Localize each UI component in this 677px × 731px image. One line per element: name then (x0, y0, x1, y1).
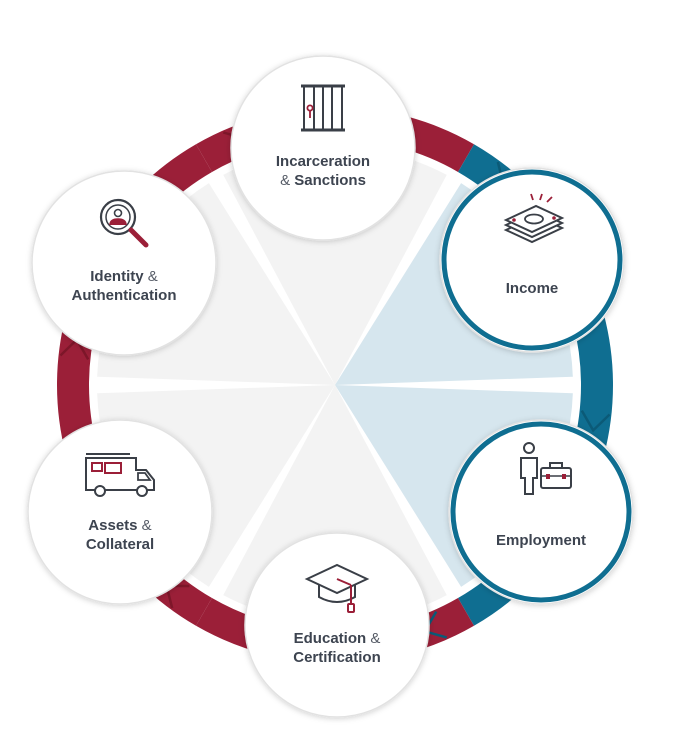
node-label-text: & (366, 630, 380, 647)
node-label-text: & (144, 268, 158, 285)
node-label-text: Sanctions (294, 172, 366, 189)
node-circle (439, 167, 625, 353)
node-circle (31, 170, 217, 356)
node-label-line: & Sanctions (280, 172, 366, 189)
node-education[interactable]: Education & Certification (244, 532, 430, 718)
node-assets[interactable]: Assets & Collateral (27, 419, 213, 605)
node-label-line: Certification (293, 649, 381, 666)
node-label: Assets & Collateral (86, 517, 154, 553)
node-label-text: Authentication (72, 287, 177, 304)
money-stack-icon (503, 193, 565, 244)
node-label-text: Certification (293, 649, 381, 666)
graduation-cap-icon (304, 563, 370, 613)
worker-briefcase-icon (520, 442, 572, 495)
node-label-line: Collateral (86, 536, 154, 553)
node-identity[interactable]: Identity & Authentication (31, 170, 217, 356)
node-label-text: Education (294, 630, 367, 647)
node-circle (230, 55, 416, 241)
node-label-line: Education & (294, 630, 381, 647)
node-income[interactable]: Income (439, 167, 625, 353)
node-label-text: Income (506, 280, 559, 297)
node-label-line: Employment (496, 532, 586, 549)
node-label: Employment (496, 532, 586, 549)
node-circle (244, 532, 430, 718)
node-label: Incarceration & Sanctions (276, 153, 370, 189)
jail-bars-icon (301, 84, 345, 132)
node-label-text: Assets (88, 517, 137, 534)
node-label-text: Employment (496, 532, 586, 549)
rv-vehicle-icon (85, 453, 155, 497)
node-label: Education & Certification (293, 630, 381, 666)
node-label-line: Incarceration (276, 153, 370, 170)
magnifier-person-icon (99, 198, 149, 248)
node-label-text: Identity (90, 268, 144, 285)
node-label-text: & (280, 172, 294, 189)
node-label-line: Income (506, 280, 559, 297)
node-label-line: Identity & (90, 268, 158, 285)
category-nodes: Incarceration & Sanctions Income (27, 55, 634, 718)
node-label-text: Collateral (86, 536, 154, 553)
node-label-text: Incarceration (276, 153, 370, 170)
node-highlight-ring (441, 169, 623, 351)
node-circle (448, 419, 634, 605)
node-label-text: & (138, 517, 152, 534)
node-incarceration[interactable]: Incarceration & Sanctions (230, 55, 416, 241)
node-label: Identity & Authentication (72, 268, 177, 304)
node-employment[interactable]: Employment (448, 419, 634, 605)
node-label-line: Assets & (88, 517, 151, 534)
node-label-line: Authentication (72, 287, 177, 304)
node-circle (27, 419, 213, 605)
ring-chevron (580, 409, 611, 433)
node-label: Income (506, 280, 559, 297)
node-highlight-ring (450, 421, 632, 603)
